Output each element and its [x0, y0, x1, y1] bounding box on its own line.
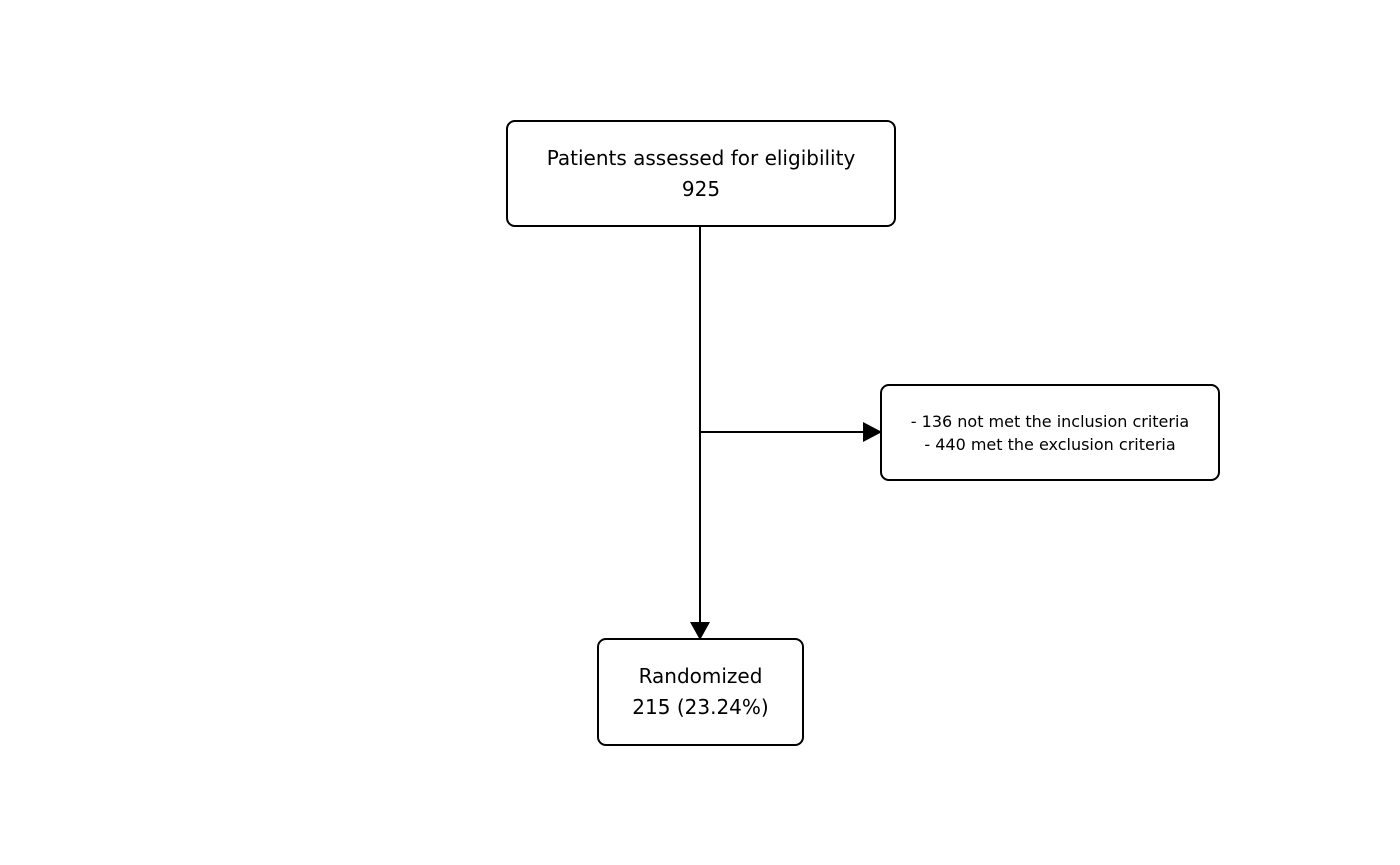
randomized-count: 215 (23.24%) [632, 695, 769, 719]
exclusion-inclusion-criteria: - 136 not met the inclusion criteria [910, 411, 1190, 431]
randomized-box: Randomized 215 (23.24%) [597, 638, 804, 746]
eligibility-box: Patients assessed for eligibility 925 [506, 120, 896, 227]
eligibility-count: 925 [681, 176, 721, 201]
exclusion-box: - 136 not met the inclusion criteria - 4… [880, 384, 1220, 481]
exclusion-exclusion-criteria: - 440 met the exclusion criteria [924, 434, 1176, 454]
arrowhead-to-exclusion [863, 422, 882, 442]
randomized-title: Randomized [638, 664, 763, 688]
arrowhead-to-randomized [690, 622, 710, 640]
eligibility-title: Patients assessed for eligibility [546, 145, 856, 170]
